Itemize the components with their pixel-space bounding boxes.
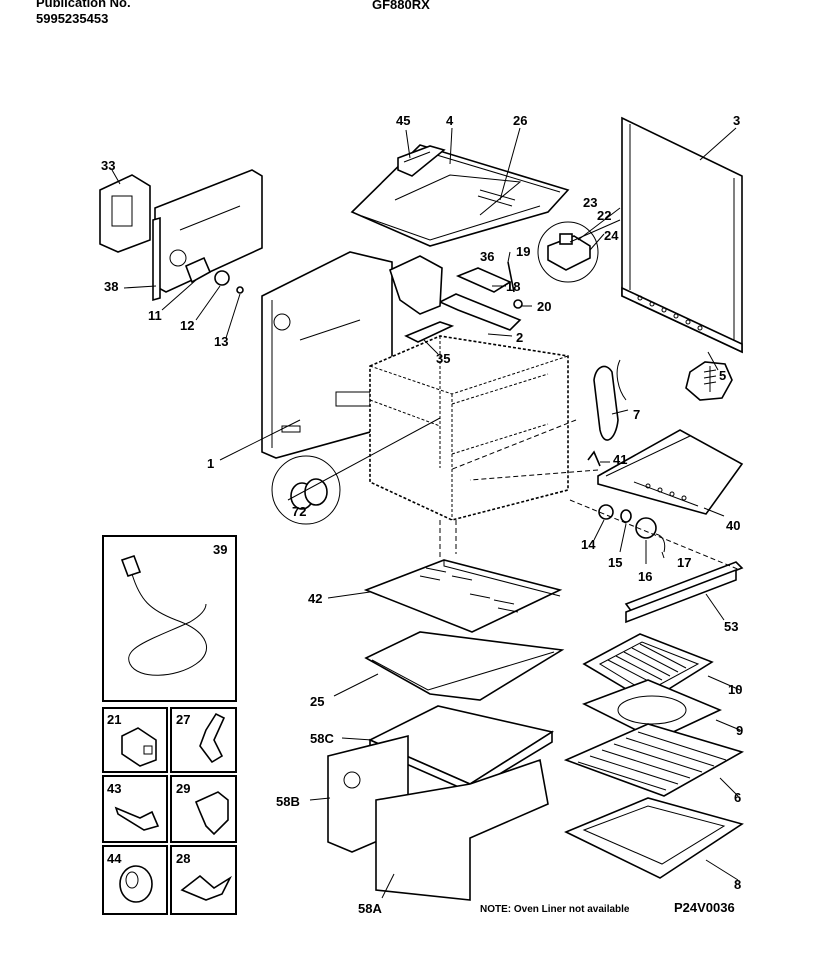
label-4: 4 [446, 113, 454, 128]
publication-label: Publication No. [36, 0, 131, 10]
inset-part-21[interactable]: 21 [107, 712, 157, 767]
label-27: 27 [176, 712, 190, 727]
inset-power-cord[interactable]: 39 [102, 535, 237, 702]
leader-lines [111, 127, 741, 899]
label-44: 44 [107, 851, 122, 866]
label-5: 5 [719, 368, 726, 383]
label-2: 2 [516, 330, 523, 345]
part-vent-duct[interactable] [404, 321, 455, 343]
label-21: 21 [107, 712, 121, 727]
label-1: 1 [207, 456, 214, 471]
part-orifice-20[interactable] [513, 299, 523, 309]
part-bracket-41[interactable] [587, 450, 601, 467]
label-58a: 58A [358, 901, 382, 916]
inset-part-44-grommet[interactable]: 44 [107, 851, 153, 903]
label-43: 43 [107, 781, 121, 796]
label-38: 38 [104, 279, 118, 294]
part-burner-bracket[interactable] [397, 145, 446, 177]
publication-number: 5995235453 [36, 11, 109, 26]
label-29: 29 [176, 781, 190, 796]
part-front-rail[interactable] [624, 561, 744, 624]
label-41: 41 [613, 452, 627, 467]
label-58c: 58C [310, 731, 334, 746]
drawing-code: P24V0036 [674, 900, 735, 915]
label-8: 8 [734, 877, 741, 892]
part-orifice-19[interactable] [507, 261, 515, 293]
label-12: 12 [180, 318, 194, 333]
part-trim-strip[interactable] [152, 216, 161, 302]
part-insulation-bottom[interactable] [375, 758, 549, 901]
label-23: 23 [583, 195, 597, 210]
label-25: 25 [310, 694, 324, 709]
label-72: 72 [292, 504, 306, 519]
label-14: 14 [581, 537, 596, 552]
label-33: 33 [101, 158, 115, 173]
label-17: 17 [677, 555, 691, 570]
part-leveling-leg[interactable] [685, 361, 733, 401]
label-40: 40 [726, 518, 740, 533]
part-igniter[interactable] [593, 359, 627, 441]
inset-part-43-screw[interactable]: 43 [107, 781, 160, 831]
part-drawer-panel[interactable] [564, 797, 744, 879]
label-42: 42 [308, 591, 322, 606]
label-22: 22 [597, 208, 611, 223]
label-6: 6 [734, 790, 741, 805]
label-24: 24 [604, 228, 619, 243]
label-13: 13 [214, 334, 228, 349]
part-burner-baffle[interactable] [364, 631, 565, 701]
label-10: 10 [728, 682, 742, 697]
part-broil-burner[interactable] [597, 429, 744, 515]
label-36-top: 36 [480, 249, 494, 264]
label-58b: 58B [276, 794, 300, 809]
label-26: 26 [513, 113, 527, 128]
part-side-panel[interactable] [621, 116, 743, 354]
part-orifice-14[interactable] [598, 504, 614, 520]
inset-part-29[interactable]: 29 [176, 781, 229, 836]
label-39: 39 [213, 542, 227, 557]
label-15: 15 [608, 555, 622, 570]
part-ignitor-switch[interactable] [184, 256, 244, 294]
part-oven-bottom[interactable] [363, 559, 563, 633]
label-9: 9 [736, 723, 743, 738]
label-19: 19 [516, 244, 530, 259]
label-7: 7 [633, 407, 640, 422]
part-oven-rack[interactable] [563, 723, 745, 797]
part-burner-base[interactable] [438, 267, 522, 331]
part-oven-cavity[interactable] [369, 335, 569, 560]
model-number: GF880RX [372, 0, 430, 12]
part-cooktop-top[interactable] [350, 144, 570, 247]
label-18: 18 [506, 279, 520, 294]
part-control-shield[interactable] [99, 174, 151, 253]
part-knob-16[interactable] [635, 517, 657, 539]
label-20: 20 [537, 299, 551, 314]
footer-note: NOTE: Oven Liner not available [480, 904, 630, 915]
inset-part-27[interactable]: 27 [176, 712, 226, 764]
part-broil-pan[interactable] [582, 679, 722, 741]
label-11: 11 [148, 308, 162, 323]
label-3: 3 [733, 113, 740, 128]
inset-part-28-clip[interactable]: 28 [176, 851, 232, 901]
label-28: 28 [176, 851, 190, 866]
label-35: 35 [436, 351, 450, 366]
part-spacer-15[interactable] [620, 509, 632, 523]
part-wire-17[interactable] [655, 533, 666, 553]
label-45: 45 [396, 113, 410, 128]
label-16: 16 [638, 569, 652, 584]
part-gas-valve-assembly[interactable] [389, 255, 443, 315]
label-53: 53 [724, 619, 738, 634]
part-hinge-bracket[interactable] [537, 221, 599, 283]
